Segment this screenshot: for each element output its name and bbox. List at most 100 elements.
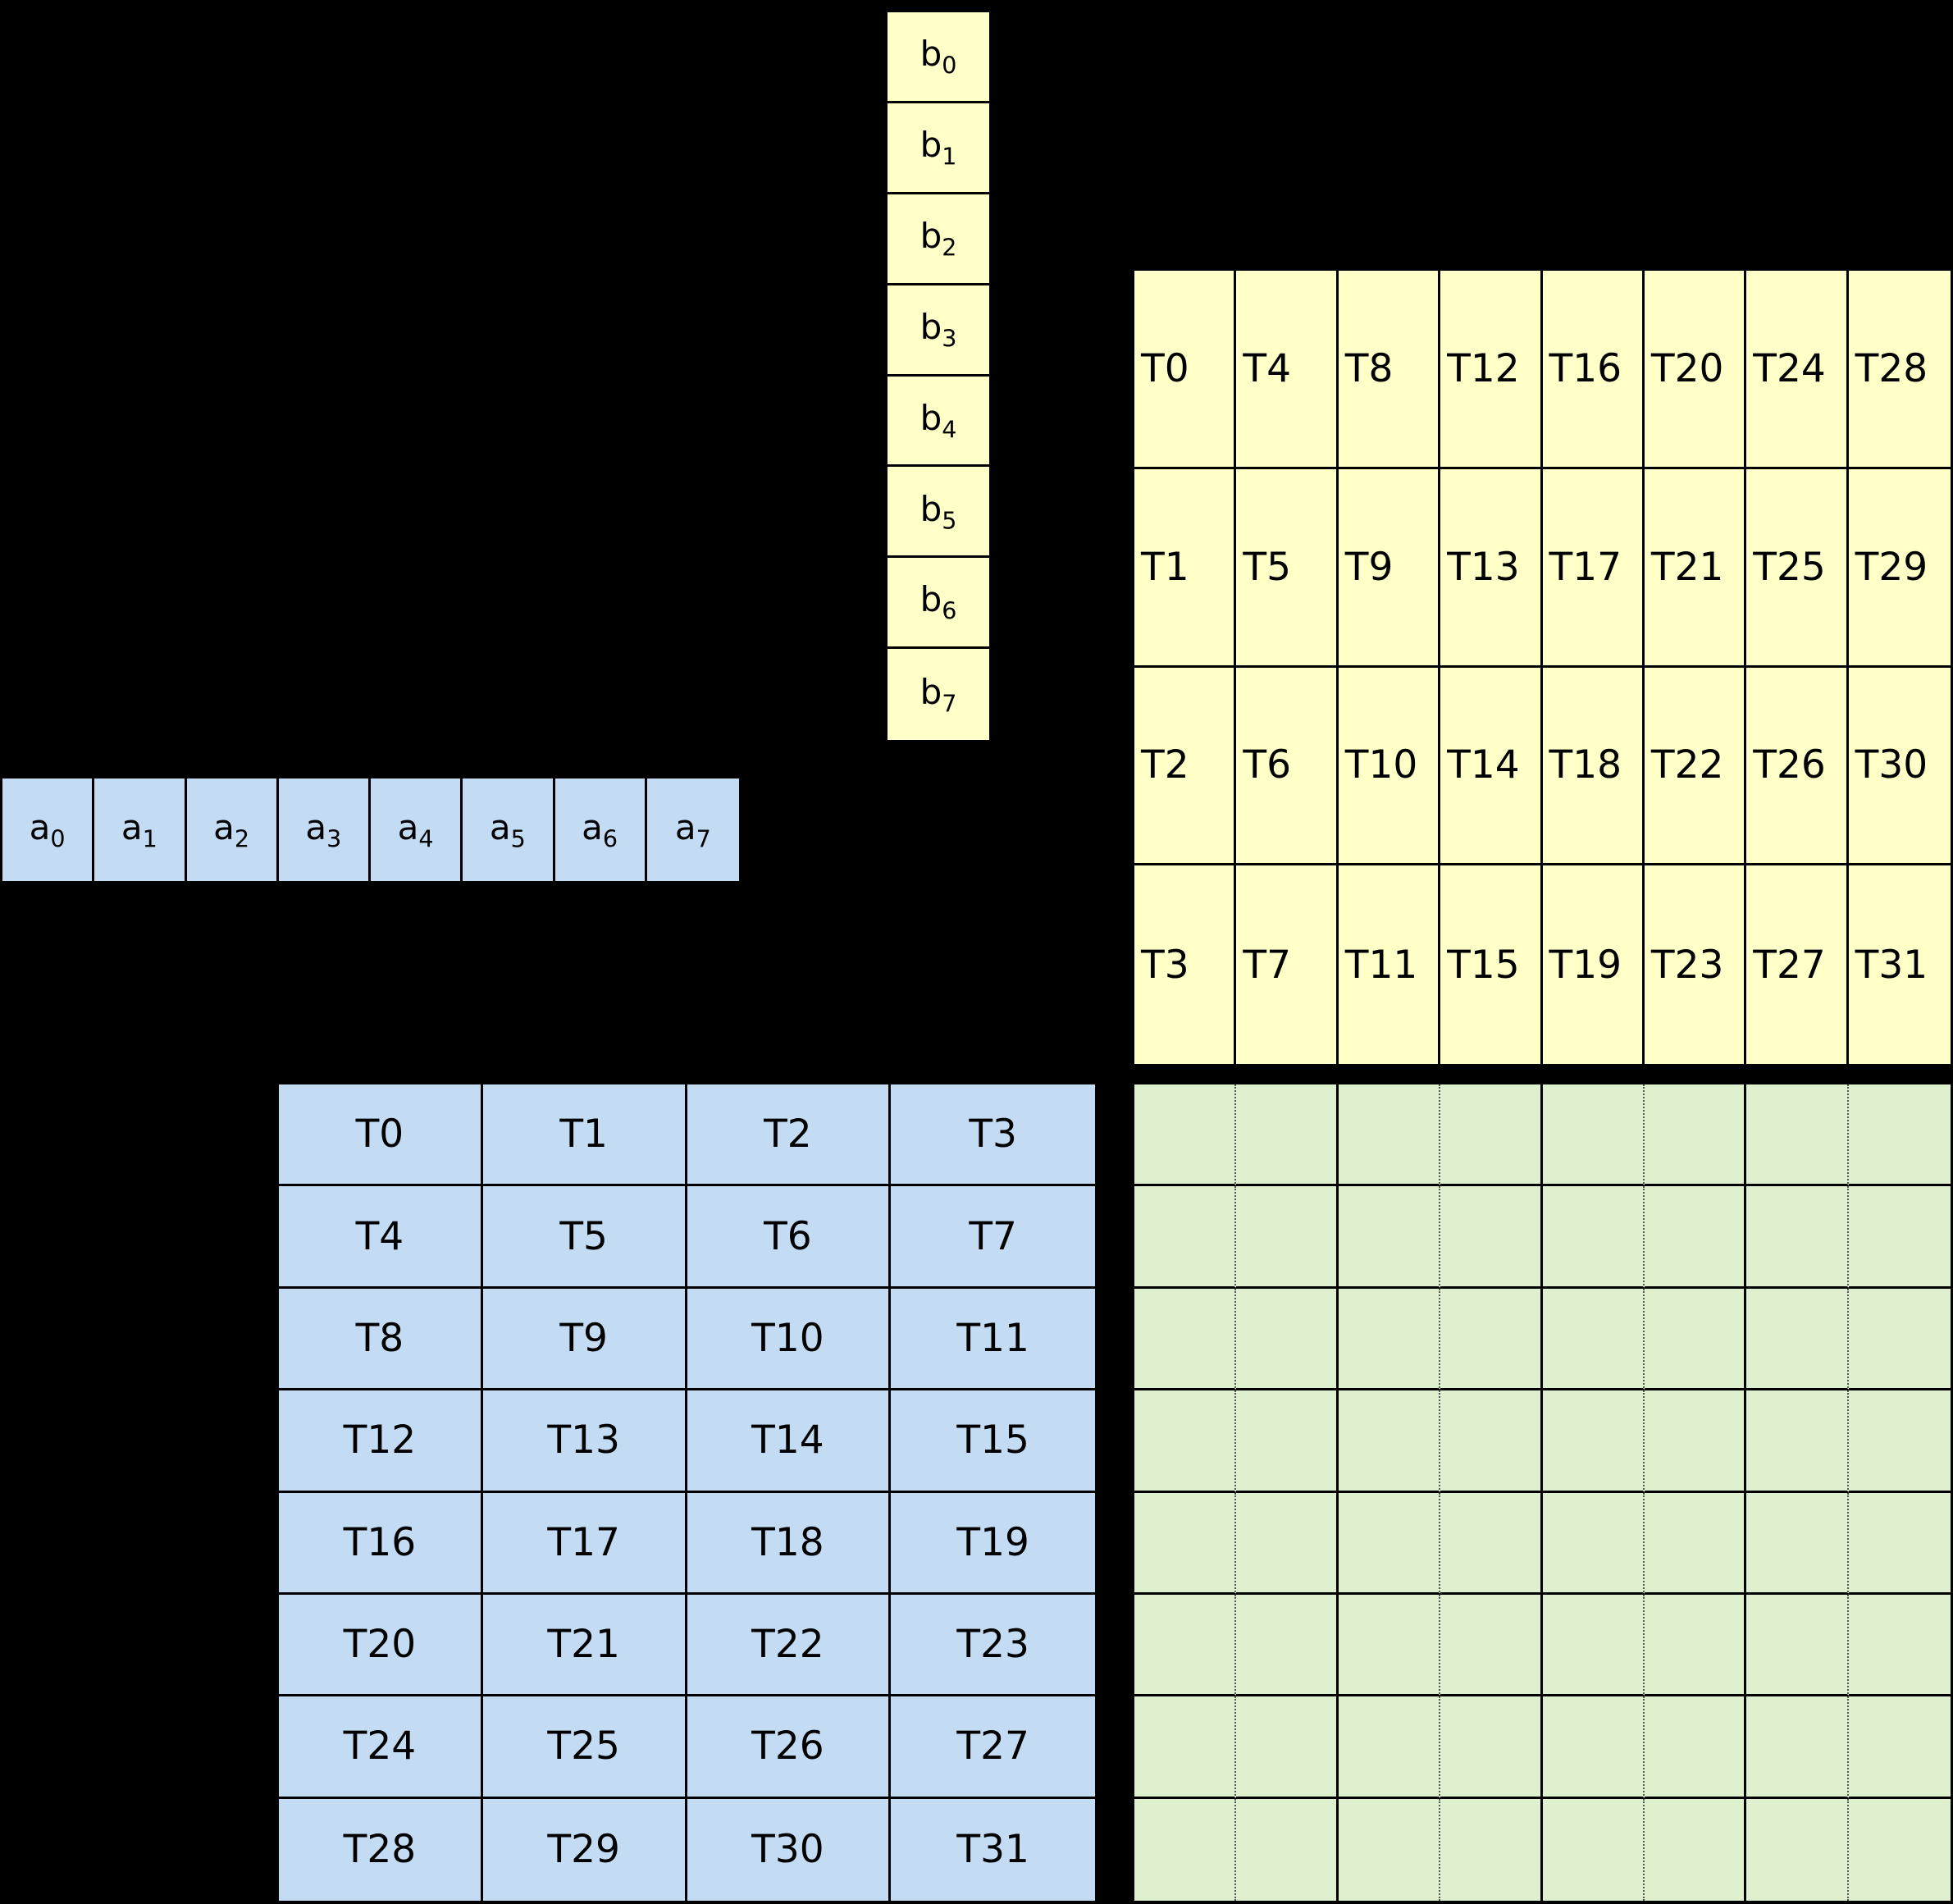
thread-cell: T29 <box>1848 469 1951 668</box>
thread-cell: T6 <box>687 1186 892 1289</box>
output-cell <box>1440 1288 1543 1391</box>
thread-cell: T27 <box>1746 865 1849 1064</box>
thread-cell: T24 <box>1746 271 1849 469</box>
vector-b: b0 b1 b2 b3 b4 b5 b6 b7 <box>885 10 992 742</box>
thread-cell: T12 <box>279 1390 483 1493</box>
vector-b-cell: b1 <box>888 103 989 194</box>
output-cell <box>1542 1594 1645 1697</box>
output-cell <box>1134 1390 1237 1493</box>
a-label: a3 <box>305 807 341 852</box>
thread-cell: T24 <box>279 1696 483 1799</box>
label-sub: 0 <box>942 51 957 80</box>
b-label: b5 <box>920 489 957 534</box>
output-cell <box>1134 1288 1237 1391</box>
output-cell <box>1848 1084 1951 1187</box>
output-cell <box>1746 1696 1849 1799</box>
thread-cell: T15 <box>1440 865 1543 1064</box>
output-cell <box>1848 1186 1951 1289</box>
thread-cell: T23 <box>891 1595 1095 1697</box>
thread-cell: T10 <box>687 1288 892 1391</box>
thread-cell: T19 <box>1543 865 1645 1064</box>
label-sub: 0 <box>50 824 66 853</box>
thread-cell: T5 <box>1236 468 1339 668</box>
b-label: b1 <box>920 125 957 170</box>
b-label: b0 <box>920 34 957 79</box>
a-label: a1 <box>121 807 157 852</box>
vector-a: a0 a1 a2 a3 a4 a5 a6 a7 <box>0 776 742 884</box>
output-cell <box>1236 1390 1339 1493</box>
output-cell <box>1746 1594 1849 1697</box>
thread-cell: T10 <box>1338 667 1441 866</box>
b-label: b4 <box>920 398 957 443</box>
vector-b-cell: b6 <box>888 558 989 650</box>
thread-cell: T9 <box>482 1288 687 1391</box>
thread-cell: T31 <box>1855 942 1928 988</box>
label-base: a <box>489 806 511 847</box>
vector-a-cell: a3 <box>279 778 371 881</box>
b-label: b2 <box>920 216 957 261</box>
thread-cell: T21 <box>1644 468 1747 668</box>
thread-cell: T4 <box>279 1186 483 1289</box>
label-base: b <box>919 488 942 529</box>
thread-cell: T13 <box>1440 468 1543 668</box>
output-cell <box>1644 1492 1747 1595</box>
output-cell <box>1542 1186 1645 1289</box>
output-cell <box>1746 1798 1849 1901</box>
b-label: b6 <box>920 579 957 624</box>
label-base: a <box>397 806 419 847</box>
thread-cell: T0 <box>279 1084 483 1187</box>
label-base: a <box>121 806 143 847</box>
thread-cell: T29 <box>483 1798 687 1901</box>
thread-cell: T18 <box>1542 667 1645 866</box>
thread-cell: T20 <box>279 1594 483 1697</box>
vector-a-cell: a2 <box>187 778 279 881</box>
thread-cell: T23 <box>1645 865 1747 1064</box>
label-base: a <box>305 806 327 847</box>
vector-a-cell: a5 <box>463 778 555 881</box>
output-cell <box>1236 1696 1339 1799</box>
label-sub: 3 <box>942 324 957 353</box>
output-cell <box>1236 1492 1339 1595</box>
vector-b-cell: b0 <box>888 12 989 103</box>
label-sub: 1 <box>942 142 957 171</box>
output-cell <box>1746 1390 1849 1493</box>
label-base: a <box>674 806 696 847</box>
thread-cell: T8 <box>1338 271 1441 469</box>
thread-cell: T16 <box>1542 271 1645 469</box>
label-base: b <box>919 125 942 166</box>
output-cell <box>1236 1084 1339 1187</box>
output-cell <box>1746 1492 1849 1595</box>
output-cell <box>1543 1798 1645 1901</box>
label-base: a <box>213 806 235 847</box>
output-cell <box>1746 1084 1849 1187</box>
output-cell <box>1645 1798 1747 1901</box>
thread-cell: T26 <box>687 1696 892 1799</box>
a-label: a6 <box>582 807 618 852</box>
label-base: a <box>582 806 603 847</box>
thread-cell: T7 <box>891 1186 1095 1289</box>
label-sub: 2 <box>234 824 250 853</box>
thread-cell: T7 <box>1236 865 1339 1064</box>
label-base: b <box>919 397 942 438</box>
a-tile-thread-grid: T0 T1 T2 T3 T4 T5 T6 T7 T8 T9 T10 T11 T1… <box>276 1082 1097 1903</box>
thread-cell: T0 <box>1134 271 1237 469</box>
output-cell <box>1440 1594 1543 1697</box>
thread-cell: T9 <box>1338 468 1441 668</box>
output-cell <box>1338 1492 1441 1595</box>
thread-cell: T13 <box>482 1390 687 1493</box>
thread-cell: T20 <box>1644 271 1747 469</box>
output-cell <box>1338 1288 1441 1391</box>
thread-cell: T25 <box>1746 468 1849 668</box>
output-cell <box>1236 1594 1339 1697</box>
output-cell <box>1746 1186 1849 1289</box>
thread-cell: T12 <box>1440 271 1543 469</box>
vector-a-cell: a6 <box>555 778 647 881</box>
vector-b-cell: b7 <box>888 649 989 740</box>
thread-cell: T3 <box>891 1084 1095 1187</box>
output-cell <box>1644 1594 1747 1697</box>
vector-a-cell: a0 <box>2 778 95 881</box>
thread-cell: T15 <box>891 1390 1095 1493</box>
label-sub: 4 <box>418 824 434 853</box>
output-cell <box>1134 1186 1237 1289</box>
thread-cell: T1 <box>482 1084 687 1187</box>
